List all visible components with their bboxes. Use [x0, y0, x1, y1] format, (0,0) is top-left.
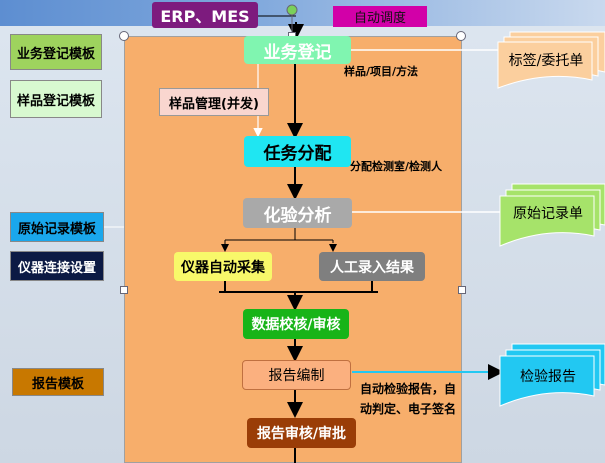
- top-banner: [0, 0, 605, 26]
- erp-mes-box[interactable]: ERP、MES: [152, 2, 258, 28]
- chemical-analysis-box[interactable]: 化验分析: [243, 198, 352, 228]
- auto-dispatch-box[interactable]: 自动调度: [333, 6, 427, 27]
- raw-record-doc-icon: [499, 183, 605, 247]
- note-assign-lab-person: 分配检测室/检测人: [350, 160, 443, 173]
- inspection-report-doc-icon: [499, 343, 605, 407]
- note-sample-project-method: 样品/项目/方法: [344, 65, 419, 78]
- inspection-report-doc-label[interactable]: 检验报告: [520, 369, 576, 385]
- sample-template-button[interactable]: 样品登记模板: [10, 80, 102, 118]
- manual-entry-box[interactable]: 人工录入结果: [319, 252, 425, 281]
- labels-doc-label[interactable]: 标签/委托单: [508, 53, 584, 69]
- raw-record-template-button[interactable]: 原始记录模板: [10, 212, 104, 242]
- resize-handle-tl[interactable]: [119, 31, 129, 41]
- note-auto-report-line2: 动判定、电子签名: [360, 402, 457, 416]
- resize-handle-mr[interactable]: [458, 286, 466, 294]
- data-check-box[interactable]: 数据校核/审核: [243, 309, 349, 339]
- sample-management-box[interactable]: 样品管理(并发): [159, 88, 269, 116]
- resize-handle-tr[interactable]: [456, 31, 466, 41]
- instrument-settings-button[interactable]: 仪器连接设置: [10, 251, 104, 281]
- instrument-auto-collect-box[interactable]: 仪器自动采集: [174, 252, 272, 281]
- raw-record-doc-label[interactable]: 原始记录单: [513, 206, 583, 222]
- business-template-button[interactable]: 业务登记模板: [10, 34, 102, 70]
- report-compile-box[interactable]: 报告编制: [242, 360, 351, 390]
- report-review-box[interactable]: 报告审核/审批: [247, 418, 356, 448]
- resize-handle-ml[interactable]: [120, 286, 128, 294]
- report-template-button[interactable]: 报告模板: [12, 368, 104, 396]
- note-auto-report-line1: 自动检验报告，自: [360, 382, 457, 396]
- task-assignment-box[interactable]: 任务分配: [244, 136, 351, 167]
- business-registration-box[interactable]: 业务登记: [244, 36, 351, 64]
